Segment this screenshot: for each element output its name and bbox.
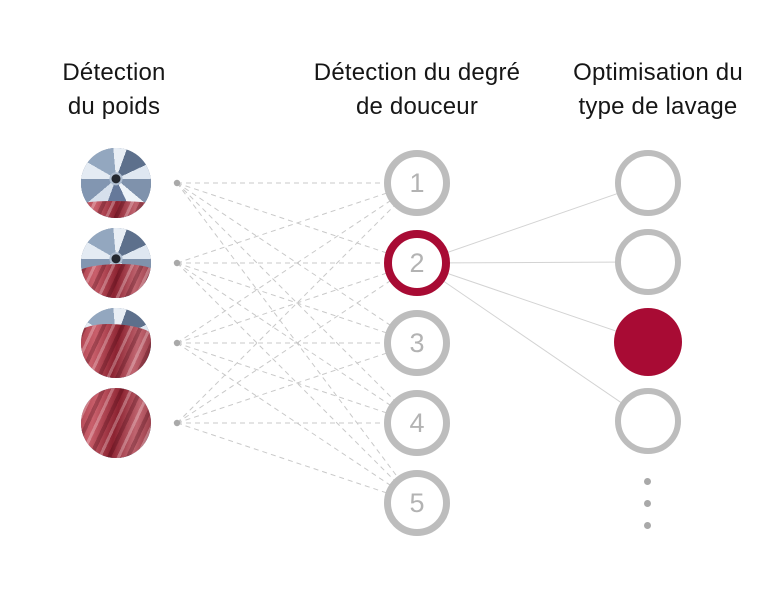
wash-type-node-4 — [615, 388, 681, 454]
softness-node-3: 3 — [384, 310, 450, 376]
ellipsis-dot — [644, 522, 651, 529]
red-laundry-image — [81, 324, 151, 378]
red-laundry-image — [81, 200, 151, 218]
softness-node-2: 2 — [384, 230, 450, 296]
title-line: Détection — [62, 59, 166, 86]
column-title-wash-optimisation: Optimisation du type de lavage — [548, 56, 768, 124]
wash-type-node-3 — [614, 308, 682, 376]
title-line: de douceur — [355, 93, 479, 120]
red-laundry-image — [81, 388, 151, 458]
ellipsis-dot — [644, 500, 651, 507]
softness-node-label: 2 — [409, 247, 425, 278]
title-line: Optimisation du — [573, 59, 743, 86]
red-laundry-image — [81, 263, 151, 298]
drum-photo-load-2 — [81, 228, 151, 298]
line-origin-dot — [173, 419, 181, 427]
drum-photo-load-1 — [81, 148, 151, 218]
column-title-softness-detection: Détection du degré de douceur — [297, 56, 537, 124]
softness-node-5: 5 — [384, 470, 450, 536]
column-title-weight-detection: Détection du poids — [14, 56, 214, 124]
softness-node-label: 3 — [409, 327, 425, 358]
ellipsis-dot — [644, 478, 651, 485]
softness-node-1: 1 — [384, 150, 450, 216]
line-origin-dot — [173, 259, 181, 267]
wash-type-node-2 — [615, 229, 681, 295]
softness-node-label: 4 — [409, 407, 425, 438]
softness-node-label: 5 — [409, 487, 425, 518]
line-origin-dot — [173, 179, 181, 187]
title-line: type de lavage — [578, 93, 738, 120]
more-wash-types-ellipsis — [644, 478, 652, 544]
softness-node-label: 1 — [409, 167, 425, 198]
title-line: Détection du degré — [313, 59, 521, 86]
wash-type-node-1 — [615, 150, 681, 216]
softness-node-4: 4 — [384, 390, 450, 456]
line-origin-dot — [173, 339, 181, 347]
drum-photo-load-4 — [81, 388, 151, 458]
drum-photo-load-3 — [81, 308, 151, 378]
title-line: du poids — [67, 93, 161, 120]
